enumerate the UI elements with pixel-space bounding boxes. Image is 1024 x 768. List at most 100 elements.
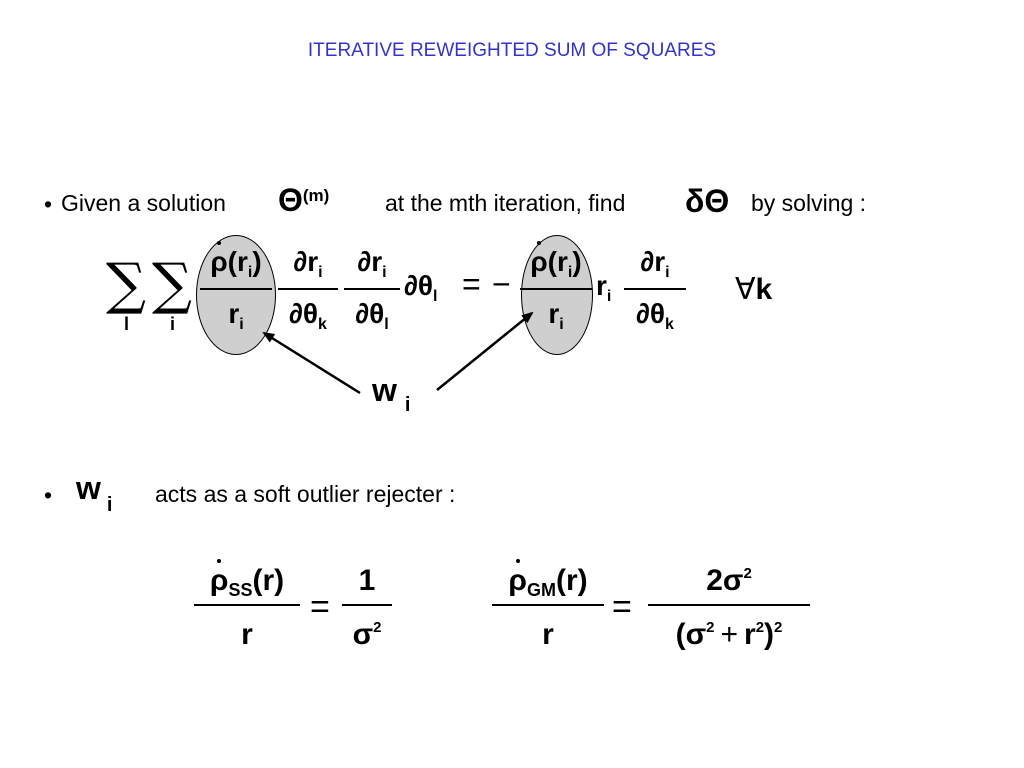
sub-k: k [665,316,674,333]
denominator: (σ2+r2)2 [648,618,810,652]
sigma: σ [352,618,374,651]
r: r [236,246,248,277]
paren: ) [252,246,262,277]
theta-superscript: (m) [302,186,330,205]
fraction-bar [344,288,400,290]
exponent: 2 [755,619,765,636]
coef-sigma: 2σ [706,564,744,597]
sub-i: i [606,288,612,305]
arrow-to-left-weight [262,331,361,395]
fraction-bar [624,288,686,290]
partial: ∂ [357,246,372,277]
r: r [371,246,383,277]
exponent: 2 [774,619,783,636]
theta-symbol: Θ(m) [278,182,329,219]
numerator: ∂ri [344,246,400,281]
equals-gm: = [612,588,632,626]
sub-l: l [432,288,438,305]
forall-symbol: ∀ [735,273,756,306]
denominator: ri [520,298,592,333]
denominator: ∂θl [344,298,400,333]
denominator: ∂θk [624,298,686,333]
exponent: 2 [743,565,752,582]
fraction-bar [194,604,300,606]
rho-dot: ρ [530,241,548,277]
sub-i: i [665,264,670,281]
numerator: 2σ2 [648,564,810,598]
sub-i: i [318,264,323,281]
argument: (r) [252,564,285,597]
bullet1-text-a: Given a solution [61,190,226,216]
forall-k: ∀k [735,272,772,307]
fraction-2sigma2-over-sum: 2σ2 (σ2+r2)2 [648,558,810,658]
sum-index-i: i [170,314,176,334]
partial: ∂ [289,298,303,329]
slide-title: ITERATIVE REWEIGHTED SUM OF SQUARES [307,40,717,61]
sub-i: i [567,264,573,281]
fraction-rho-over-r-right: ρ(ri) ri [520,241,592,342]
fraction-one-over-sigma2: 1 σ2 [342,558,392,658]
minus-sign: − [492,266,511,302]
partial: ∂ [355,298,370,329]
partial: ∂ [636,298,650,329]
fraction-rho-over-r-left: ρ(ri) ri [200,241,272,342]
delta-theta-symbol: δΘ [685,183,730,219]
numerator: ρGM(r) [492,559,604,600]
weight-highlight-right [521,235,593,355]
sum-index-l: l [124,314,130,334]
denominator: ∂θk [278,298,338,333]
bullet-marker: • [44,191,53,217]
numerator: ρSS(r) [194,559,300,600]
theta: θ [302,298,319,329]
sum-symbol-i: ∑ [152,252,192,317]
dtheta-l-term: ∂θl [404,270,438,305]
bullet1-text-c: by solving : [751,190,867,216]
bullet2-text: acts as a soft outlier rejecter : [155,481,456,507]
sub-k: k [318,316,327,333]
paren: ) [572,246,582,277]
denominator: r [241,618,253,651]
sub-i: i [106,494,113,516]
numerator: ρ(ri) [520,241,592,281]
r: r [548,298,560,329]
sub-i: i [247,264,253,281]
sub-i: i [559,316,564,333]
k: k [755,273,773,306]
bullet1-text-b: at the mth iteration, find [385,190,626,216]
fraction-rho-gm-over-r: ρGM(r) r [492,558,604,658]
rho-dot: ρ [209,559,229,597]
argument: (r) [555,564,588,597]
exponent: 2 [373,619,382,636]
partial: ∂ [404,270,418,301]
numerator: ∂ri [624,246,686,281]
partial: ∂ [640,246,655,277]
r: r [307,246,319,277]
rho-dot: ρ [210,241,228,277]
w: w [76,470,101,506]
sub-ss: SS [228,580,253,600]
w: w [372,372,397,408]
exponent: 2 [706,619,715,636]
sub-gm: GM [526,580,556,600]
fraction-bar [492,604,604,606]
r-i-term: ri [596,270,612,305]
r: r [744,618,756,651]
denominator: σ2 [342,618,392,652]
plus: + [720,618,738,651]
theta: θ [369,298,385,329]
r: r [556,246,568,277]
fraction-bar [278,288,338,290]
sub-l: l [384,316,389,333]
denominator: r [542,618,554,651]
sub-i: i [239,316,244,333]
theta-char: Θ [278,182,303,218]
fraction-bar [200,288,272,290]
rho-dot: ρ [508,559,527,597]
fraction-dr-dtheta-k-right: ∂ri ∂θk [624,242,686,342]
fraction-bar [648,604,810,606]
sub-i: i [404,394,411,416]
fraction-bar [342,604,392,606]
